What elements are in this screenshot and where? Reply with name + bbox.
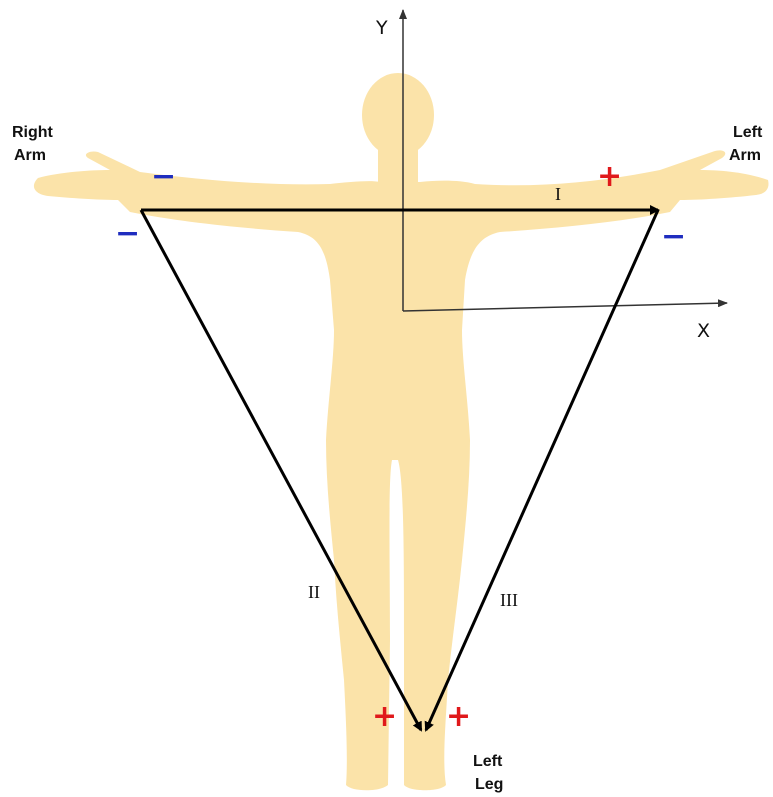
right-arm-negative-sign-top: − <box>151 159 176 194</box>
lead-iii-vector <box>424 209 660 732</box>
left-arm-positive-sign: + <box>597 159 622 194</box>
left-leg-label-line2: Leg <box>475 776 503 793</box>
left-arm-label-line2: Arm <box>729 147 761 164</box>
right-arm-label-line2: Arm <box>14 147 46 164</box>
head <box>362 73 434 157</box>
lead-vectors <box>139 205 660 732</box>
left-arm-negative-sign: − <box>661 219 686 254</box>
x-axis-label: X <box>697 320 710 342</box>
axes <box>399 9 728 312</box>
body-silhouette <box>33 73 769 791</box>
lead-iii-label: III <box>500 590 518 610</box>
x-axis-line <box>402 299 728 312</box>
y-axis-label: Y <box>375 17 388 39</box>
left-arm-label-line1: Left <box>733 124 763 141</box>
right-arm-negative-sign-bottom: − <box>115 216 140 251</box>
lead-ii-label: II <box>308 582 320 602</box>
neck <box>378 148 418 188</box>
left-leg-label-line1: Left <box>473 753 503 770</box>
right-arm-label-line1: Right <box>12 124 54 141</box>
left-leg-positive-sign-left: + <box>372 699 397 734</box>
lead-ii-vector <box>139 209 423 732</box>
left-leg-positive-sign-right: + <box>446 699 471 734</box>
torso-arms-legs <box>33 150 769 791</box>
lead-i-label: I <box>555 184 561 204</box>
